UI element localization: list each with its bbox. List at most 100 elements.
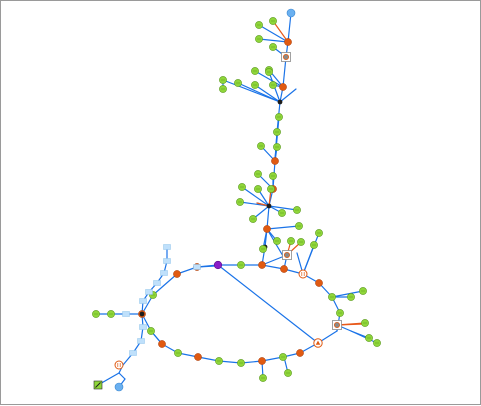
tag-node[interactable] <box>122 311 130 317</box>
endpoint-node[interactable] <box>347 293 355 301</box>
endpoint-node[interactable] <box>310 241 318 249</box>
endpoint-node[interactable] <box>259 374 267 382</box>
endpoint-node[interactable] <box>92 310 100 318</box>
endpoint-node[interactable] <box>255 35 263 43</box>
switch-node[interactable] <box>213 260 223 270</box>
endpoint-node[interactable] <box>315 229 323 237</box>
junction-node[interactable] <box>158 340 166 348</box>
endpoint-node[interactable] <box>251 81 259 89</box>
endpoint-node[interactable] <box>293 206 301 214</box>
junction-node[interactable] <box>296 349 304 357</box>
endpoint-node[interactable] <box>295 222 303 230</box>
junction-node[interactable] <box>279 83 287 91</box>
endpoint-node[interactable] <box>237 261 245 269</box>
hub-node[interactable] <box>139 311 145 317</box>
junction-node[interactable] <box>194 353 202 361</box>
endpoint-node[interactable] <box>219 85 227 93</box>
equipment-node-icon <box>283 251 290 258</box>
transformer-node-icon <box>114 360 124 370</box>
endpoint-node[interactable] <box>147 327 155 335</box>
endpoint-node[interactable] <box>273 128 281 136</box>
endpoint-node[interactable] <box>174 349 182 357</box>
endpoint-node[interactable] <box>279 353 287 361</box>
endpoint-node[interactable] <box>287 237 295 245</box>
endpoint-node[interactable] <box>328 293 336 301</box>
tag-node[interactable] <box>129 350 137 356</box>
network-link <box>258 38 289 43</box>
tag-node[interactable] <box>139 298 147 304</box>
endpoint-node[interactable] <box>284 369 292 377</box>
hub-node[interactable] <box>266 203 272 209</box>
tag-node[interactable] <box>163 258 171 264</box>
endpoint-node[interactable] <box>359 287 367 295</box>
endpoint-node[interactable] <box>297 238 305 246</box>
transformer-node[interactable] <box>298 269 308 279</box>
hub-node[interactable] <box>277 99 283 105</box>
junction-node[interactable] <box>271 157 279 165</box>
endpoint-node[interactable] <box>269 172 277 180</box>
endpoint-node[interactable] <box>238 183 246 191</box>
endpoint-node[interactable] <box>275 113 283 121</box>
endpoint-node[interactable] <box>255 21 263 29</box>
junction-node[interactable] <box>284 38 292 46</box>
network-link <box>279 88 297 103</box>
alarm-node[interactable] <box>313 338 323 348</box>
junction-node[interactable] <box>280 265 288 273</box>
junction-node[interactable] <box>173 270 181 278</box>
network-link <box>268 205 298 211</box>
endpoint-node[interactable] <box>269 43 277 51</box>
equipment-node[interactable] <box>332 320 342 330</box>
endpoint-node[interactable] <box>373 339 381 347</box>
network-link <box>266 225 300 230</box>
endpoint-node[interactable] <box>215 357 223 365</box>
endpoint-node[interactable] <box>234 79 242 87</box>
terminal-node-mark <box>95 382 101 388</box>
tag-node[interactable] <box>163 244 171 250</box>
endpoint-node[interactable] <box>237 359 245 367</box>
endpoint-node[interactable] <box>219 76 227 84</box>
network-link <box>152 273 178 296</box>
endpoint-node[interactable] <box>365 334 373 342</box>
source-node[interactable] <box>114 382 124 392</box>
network-link <box>241 186 270 207</box>
endpoint-node[interactable] <box>257 142 265 150</box>
equipment-node[interactable] <box>282 250 292 260</box>
endpoint-node[interactable] <box>336 309 344 317</box>
endpoint-node[interactable] <box>254 185 262 193</box>
junction-node[interactable] <box>315 279 323 287</box>
junction-node[interactable] <box>258 261 266 269</box>
endpoint-node[interactable] <box>269 17 277 25</box>
network-link <box>217 264 319 344</box>
tag-node[interactable] <box>153 280 161 286</box>
endpoint-node[interactable] <box>107 310 115 318</box>
network-link <box>258 24 289 43</box>
endpoint-node[interactable] <box>278 209 286 217</box>
network-link <box>287 12 292 43</box>
tag-node[interactable] <box>193 264 201 270</box>
endpoint-node[interactable] <box>361 319 369 327</box>
tag-node[interactable] <box>145 289 153 295</box>
junction-node[interactable] <box>263 225 271 233</box>
tag-node[interactable] <box>160 270 168 276</box>
network-link <box>237 82 281 103</box>
equipment-node[interactable] <box>281 52 291 62</box>
transformer-node[interactable] <box>114 360 124 370</box>
endpoint-node[interactable] <box>269 81 277 89</box>
endpoint-node[interactable] <box>259 245 267 253</box>
source-node[interactable] <box>286 8 296 18</box>
endpoint-node[interactable] <box>249 215 257 223</box>
network-link <box>272 20 289 43</box>
junction-node[interactable] <box>258 357 266 365</box>
endpoint-node[interactable] <box>254 170 262 178</box>
network-link <box>118 372 126 380</box>
endpoint-node[interactable] <box>273 237 281 245</box>
endpoint-node[interactable] <box>236 198 244 206</box>
endpoint-node[interactable] <box>251 67 259 75</box>
transformer-node-icon <box>298 269 308 279</box>
endpoint-node[interactable] <box>265 68 273 76</box>
endpoint-node[interactable] <box>273 143 281 151</box>
endpoint-node[interactable] <box>267 185 275 193</box>
tag-node[interactable] <box>139 324 147 330</box>
tag-node[interactable] <box>137 338 145 344</box>
